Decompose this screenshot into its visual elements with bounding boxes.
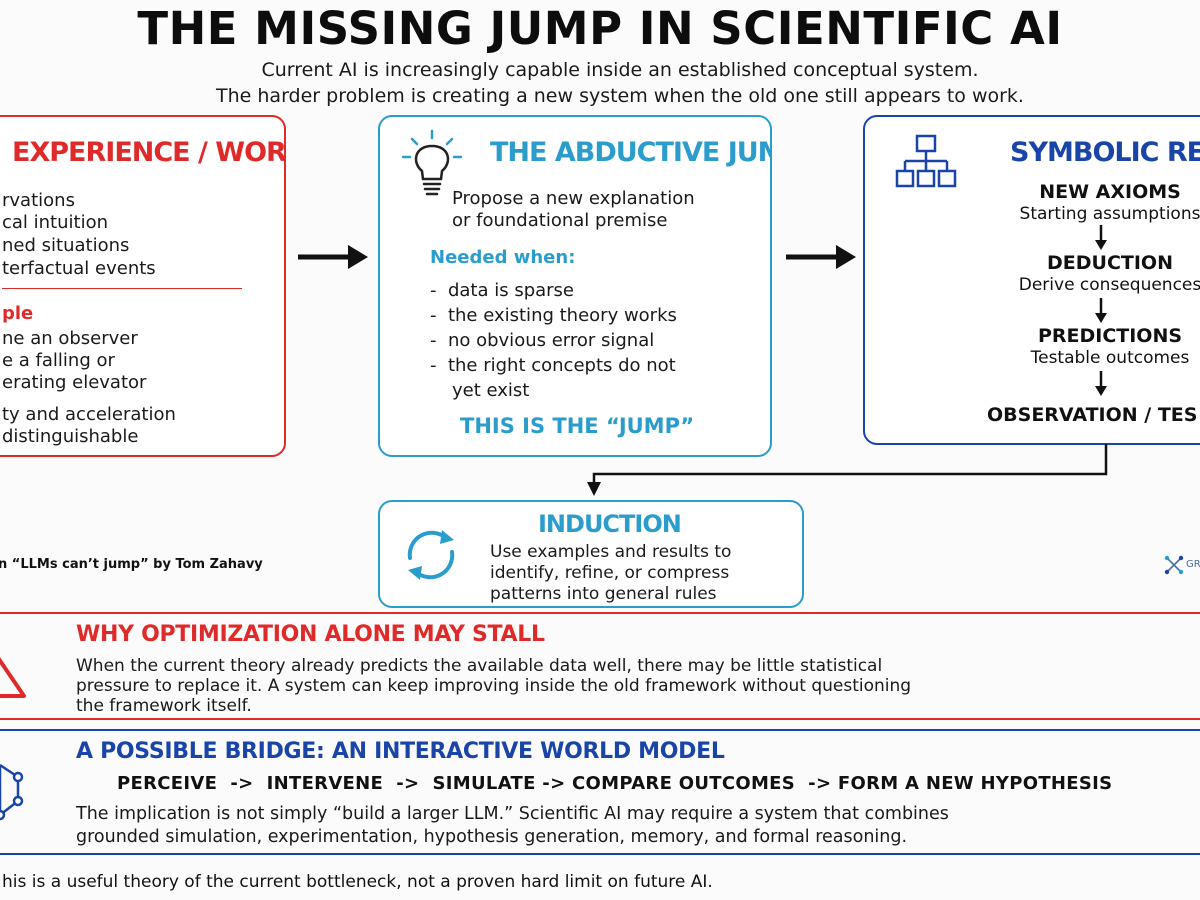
abductive-line: Propose a new explanation bbox=[452, 188, 695, 209]
logo-text: GR bbox=[1186, 559, 1200, 570]
credit-text: n “LLMs can’t jump” by Tom Zahavy bbox=[0, 557, 263, 572]
example-label: ple bbox=[2, 303, 34, 324]
feedback-arrow-icon bbox=[587, 444, 1108, 496]
step-subtitle: Testable outcomes bbox=[1030, 348, 1190, 368]
arrow-down-icon bbox=[1095, 371, 1107, 396]
needed-bullet-continuation: yet exist bbox=[452, 380, 530, 401]
jump-label: THIS IS THE “JUMP” bbox=[460, 414, 695, 438]
needed-bullet: - the existing theory works bbox=[430, 305, 677, 326]
pipeline: PERCEIVE -> INTERVENE -> SIMULATE -> COM… bbox=[117, 773, 1112, 794]
pipeline-step: FORM A NEW HYPOTHESIS bbox=[837, 773, 1113, 794]
pipeline-step: INTERVENE bbox=[266, 773, 384, 794]
footer-note: his is a useful theory of the current bo… bbox=[2, 872, 713, 892]
bridge-line: The implication is not simply “build a l… bbox=[76, 804, 949, 824]
pipeline-step: PERCEIVE bbox=[117, 773, 218, 794]
abductive-line: or foundational premise bbox=[452, 210, 668, 231]
pipeline-arrow: -> bbox=[230, 773, 254, 794]
warning-triangle-icon bbox=[0, 657, 26, 698]
conclusion-line: distinguishable bbox=[2, 426, 139, 447]
stall-line: When the current theory already predicts… bbox=[76, 656, 883, 676]
conclusion-line: ty and acceleration bbox=[2, 404, 176, 425]
stall-line: pressure to replace it. A system can kee… bbox=[76, 676, 912, 696]
bridge-heading: A POSSIBLE BRIDGE: AN INTERACTIVE WORLD … bbox=[76, 739, 725, 764]
page-title: THE MISSING JUMP IN SCIENTIFIC AI bbox=[137, 2, 1063, 55]
pipeline-step: COMPARE OUTCOMES bbox=[572, 773, 796, 794]
experience-item: terfactual events bbox=[2, 258, 156, 279]
stall-heading: WHY OPTIMIZATION ALONE MAY STALL bbox=[76, 622, 545, 647]
induction-heading: INDUCTION bbox=[538, 510, 682, 538]
pipeline-arrow: -> bbox=[396, 773, 420, 794]
arrow-down-icon bbox=[1095, 225, 1107, 250]
needed-bullet: - the right concepts do not bbox=[430, 355, 676, 376]
experience-heading: EXPERIENCE / WORLD bbox=[12, 137, 286, 168]
step-subtitle: Derive consequences bbox=[1018, 275, 1200, 295]
stall-line: the framework itself. bbox=[76, 696, 252, 716]
step-subtitle: Starting assumptions bbox=[1019, 204, 1200, 224]
logo-icon bbox=[1164, 555, 1184, 575]
needed-when-label: Needed when: bbox=[430, 247, 576, 268]
induction-line: patterns into general rules bbox=[490, 584, 717, 604]
arrow-down-icon bbox=[1095, 298, 1107, 323]
lightbulb-icon bbox=[401, 129, 463, 196]
needed-bullet: - data is sparse bbox=[430, 280, 575, 301]
subtitle-line-2: The harder problem is creating a new sys… bbox=[216, 85, 1024, 107]
step-title: OBSERVATION / TES bbox=[987, 404, 1198, 426]
pipeline-arrow: -> bbox=[542, 773, 566, 794]
example-line: ne an observer bbox=[2, 328, 138, 349]
step-title: NEW AXIOMS bbox=[1039, 181, 1181, 203]
example-line: erating elevator bbox=[2, 372, 147, 393]
symbolic-heading: SYMBOLIC REASON bbox=[1010, 137, 1200, 168]
symbolic-reasoning-box: SYMBOLIC REASON NEW AXIOMS Starting assu… bbox=[863, 115, 1200, 445]
example-line: e a falling or bbox=[2, 350, 115, 371]
pipeline-step: SIMULATE bbox=[432, 773, 536, 794]
network-icon bbox=[0, 763, 24, 821]
induction-box: INDUCTION Use examples and results to id… bbox=[378, 500, 804, 608]
induction-line: identify, refine, or compress bbox=[490, 563, 730, 583]
bridge-line: grounded simulation, experimentation, hy… bbox=[76, 827, 908, 847]
abductive-heading: THE ABDUCTIVE JUMP bbox=[490, 137, 772, 168]
abductive-jump-box: THE ABDUCTIVE JUMP Propose a new explana… bbox=[378, 115, 772, 457]
hierarchy-icon bbox=[895, 134, 957, 188]
step-title: DEDUCTION bbox=[1047, 252, 1173, 274]
induction-line: Use examples and results to bbox=[490, 542, 732, 562]
bridge-band: A POSSIBLE BRIDGE: AN INTERACTIVE WORLD … bbox=[0, 729, 1200, 855]
step-title: PREDICTIONS bbox=[1037, 325, 1183, 347]
cycle-arrows-icon bbox=[407, 530, 455, 580]
experience-divider bbox=[2, 288, 242, 289]
experience-item: cal intuition bbox=[2, 212, 109, 233]
subtitle-line-1: Current AI is increasingly capable insid… bbox=[261, 59, 979, 81]
experience-item: ned situations bbox=[2, 235, 130, 256]
needed-bullet: - no obvious error signal bbox=[430, 330, 655, 351]
arrow-right-icon bbox=[786, 245, 856, 269]
stall-band: WHY OPTIMIZATION ALONE MAY STALL When th… bbox=[0, 612, 1200, 720]
arrow-right-icon bbox=[298, 245, 368, 269]
experience-item: rvations bbox=[2, 190, 75, 211]
experience-world-box: EXPERIENCE / WORLD rvations cal intuitio… bbox=[0, 115, 286, 457]
pipeline-arrow: -> bbox=[808, 773, 832, 794]
